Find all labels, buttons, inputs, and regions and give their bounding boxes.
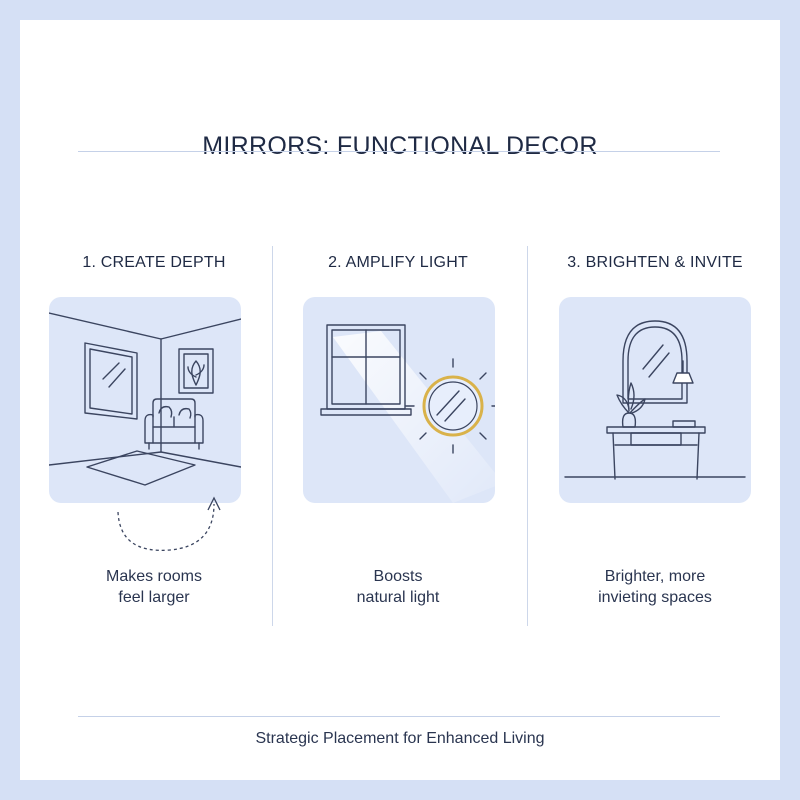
column-amplify-light: 2. AMPLIFY LIGHT (278, 20, 518, 780)
infographic-card: MIRRORS: FUNCTIONAL DECOR 1. CREATE DEPT… (20, 20, 780, 780)
column-heading: 2. AMPLIFY LIGHT (328, 254, 468, 271)
top-divider (78, 151, 720, 152)
column-brighten-invite: 3. BRIGHTEN & INVITE (535, 20, 775, 780)
bottom-divider (78, 716, 720, 717)
column-heading: 1. CREATE DEPTH (82, 254, 226, 271)
column-caption: Boosts natural light (356, 568, 440, 606)
column-create-depth: 1. CREATE DEPTH (34, 20, 274, 780)
window-mirror-illustration-icon (303, 297, 495, 503)
column-divider (527, 246, 528, 626)
column-divider (272, 246, 273, 626)
page-title: MIRRORS: FUNCTIONAL DECOR (202, 132, 598, 160)
column-caption: Brighter, more invieting spaces (598, 568, 712, 606)
console-mirror-illustration-icon (559, 297, 751, 503)
curved-arrow-icon (117, 496, 221, 551)
room-illustration-icon (49, 297, 241, 503)
column-heading: 3. BRIGHTEN & INVITE (567, 254, 743, 271)
column-caption: Makes rooms feel larger (105, 568, 203, 606)
footer-tagline: Strategic Placement for Enhanced Living (255, 730, 545, 747)
